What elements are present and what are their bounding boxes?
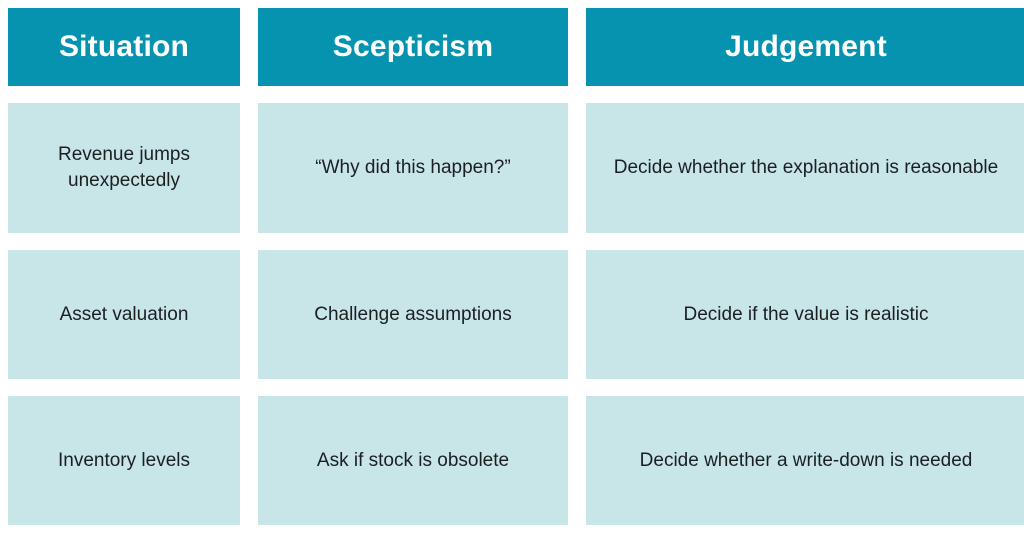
table-cell-judgement-2: Decide if the value is realistic <box>586 250 1024 379</box>
table-cell-situation-1: Revenue jumps unexpectedly <box>8 103 240 233</box>
table-cell-text: Asset valuation <box>59 303 189 325</box>
table-cell-text: Decide whether a write-down is needed <box>639 449 973 471</box>
column-header-judgement: Judgement <box>586 8 1024 86</box>
table-cell-scepticism-1: “Why did this happen?” <box>258 103 568 233</box>
table-cell-text: Inventory levels <box>57 449 190 471</box>
table-cell-situation-2: Asset valuation <box>8 250 240 379</box>
table-cell-scepticism-2: Challenge assumptions <box>258 250 568 379</box>
table-cell-text: Challenge assumptions <box>314 303 512 325</box>
column-header-situation: Situation <box>8 8 240 86</box>
table-cell-judgement-1: Decide whether the explanation is reason… <box>586 103 1024 233</box>
column-header-scepticism-label: Scepticism <box>332 29 494 63</box>
column-header-judgement-label: Judgement <box>725 29 887 63</box>
table-cell-text: Decide whether the explanation is reason… <box>613 157 999 179</box>
table-cell-judgement-3: Decide whether a write-down is needed <box>586 396 1024 525</box>
table-cell-text: Ask if stock is obsolete <box>316 449 510 471</box>
table-cell-text: Revenue jumps unexpectedly <box>57 144 191 191</box>
table-cell-situation-3: Inventory levels <box>8 396 240 525</box>
column-header-scepticism: Scepticism <box>258 8 568 86</box>
table-cell-scepticism-3: Ask if stock is obsolete <box>258 396 568 525</box>
column-header-situation-label: Situation <box>58 29 190 63</box>
table-cell-text: “Why did this happen?” <box>315 157 511 179</box>
table-cell-text: Decide if the value is realistic <box>683 303 929 325</box>
